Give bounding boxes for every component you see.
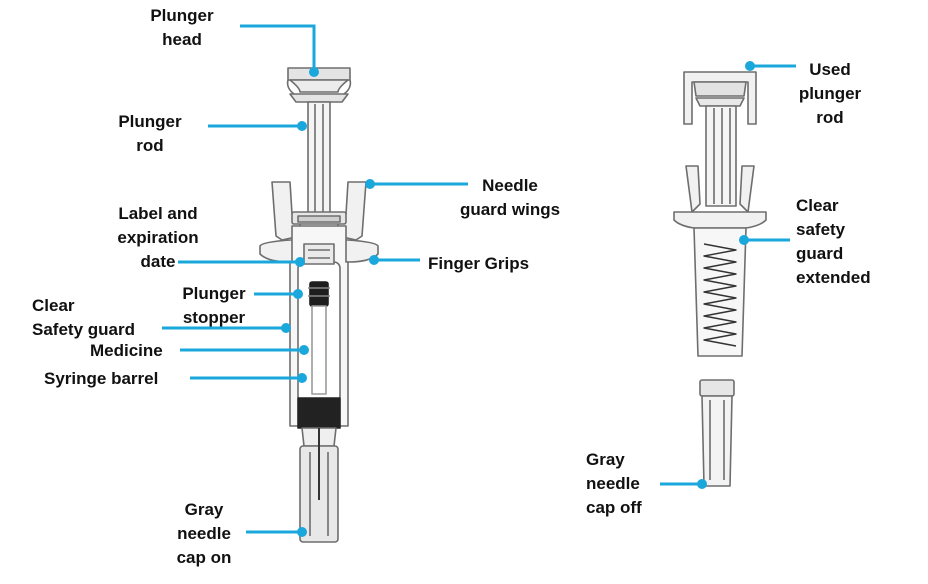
leader-syringe-barrel-dot — [297, 373, 307, 383]
label-syringe-barrel: Syringe barrel — [44, 369, 159, 388]
leader-plunger-head-dot — [309, 67, 319, 77]
leader-used-plunger-rod-dot — [745, 61, 755, 71]
leader-plunger-stopper-dot — [293, 289, 303, 299]
leader-label-date-dot — [295, 257, 305, 267]
leader-needle-guard-wings-dot — [365, 179, 375, 189]
plunger-head — [286, 67, 352, 103]
plunger-rod — [307, 101, 331, 215]
leader-lines — [162, 24, 796, 537]
leader-safety-guard-extended-dot — [739, 235, 749, 245]
leader-safety-guard-dot — [281, 323, 291, 333]
leader-plunger-rod-dot — [297, 121, 307, 131]
leader-finger-grips-dot — [369, 255, 379, 265]
spring — [703, 243, 737, 347]
leader-gray-cap-off-dot — [697, 479, 707, 489]
leader-plunger-head — [240, 24, 316, 72]
used-syringe — [673, 71, 767, 487]
label-finger-grips: Finger Grips — [428, 254, 530, 273]
leader-gray-cap-on-dot — [297, 527, 307, 537]
plunger-stopper — [308, 281, 330, 307]
used-plunger-rod — [705, 105, 737, 207]
safety-guard-extended — [693, 227, 747, 357]
unused-syringe — [259, 67, 379, 543]
used-plunger-head — [683, 71, 757, 125]
leader-medicine-dot — [299, 345, 309, 355]
gray-needle-cap-off — [699, 379, 735, 487]
label-medicine: Medicine — [90, 341, 163, 360]
